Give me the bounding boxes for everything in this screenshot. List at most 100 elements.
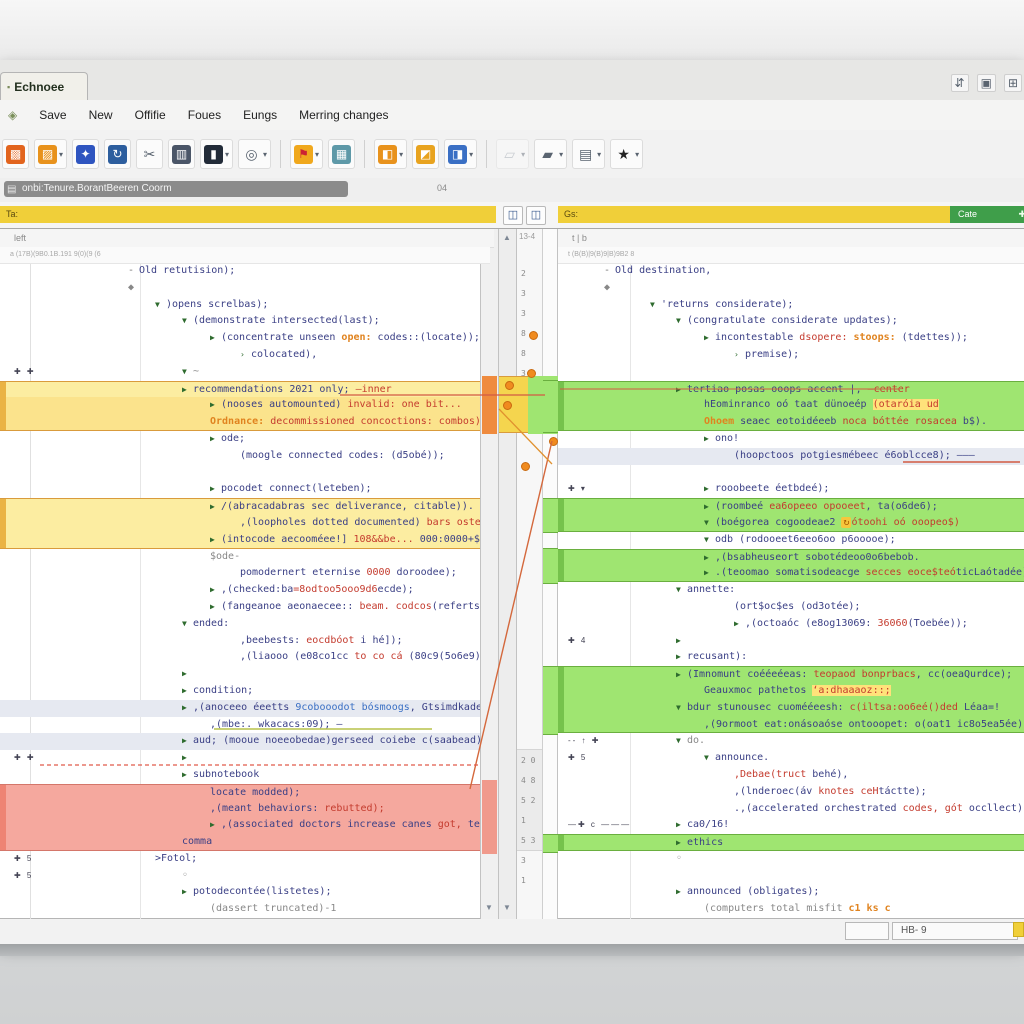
code-line[interactable]: ▶,(octoaóc (e8og13069: 36060(Toebée)); (558, 616, 1024, 633)
code-line[interactable]: ▼(boégorea cogoodeae2 ↻ótoohi oó ooopeo$… (558, 515, 1024, 532)
code-line[interactable]: ▶(intocode aecooméee!] 108&&be... 000:00… (0, 532, 480, 549)
code-line[interactable]: ,(9ormoot eat:onásoaóse ontooopet: o(oat… (558, 717, 1024, 734)
code-line[interactable]: ◦ (558, 851, 1024, 868)
fold-arrow-icon[interactable]: - (128, 263, 139, 280)
code-line[interactable]: ✚ ▾▶rooobeete éetbdeé); (558, 481, 1024, 498)
code-line[interactable]: ▶,(bsabheuseort sobotédeoo0o6bebob. (558, 549, 1024, 566)
code-line[interactable]: ▼(congratulate considerate updates); (558, 313, 1024, 330)
code-line[interactable]: ▶,(anoceeo éeetts 9cobooodot bósmoogs, G… (0, 700, 480, 717)
fold-arrow-icon[interactable]: ▶ (182, 884, 193, 901)
code-line[interactable]: ▶ode; (0, 431, 480, 448)
dropdown-arrow-icon[interactable]: ▾ (59, 150, 63, 159)
scroll-up-icon[interactable]: ▲ (503, 233, 511, 242)
code-line[interactable]: ▼ended: (0, 616, 480, 633)
code-line[interactable]: pomodernert eternise 0000 doroodee); (0, 565, 480, 582)
fold-arrow-icon[interactable]: ▶ (704, 431, 715, 448)
gutter-marker[interactable]: ✚ ▾ (568, 481, 587, 498)
gutter-marker[interactable]: ✚ 5 (14, 868, 33, 885)
code-line[interactable] (558, 465, 1024, 482)
code-line[interactable]: ▶potodecontée(listetes); (0, 884, 480, 901)
code-line[interactable]: ▼annette: (558, 582, 1024, 599)
code-line[interactable]: ▼odb (rodooeet6eeo6oo p6ooooe); (558, 532, 1024, 549)
scroll-down-icon[interactable]: ▼ (503, 903, 511, 912)
file-path-dropdown[interactable]: ▤ onbi:Tenure.BorantBeeren Coorm (4, 181, 348, 197)
code-line[interactable]: Geauxmoc pathetos ʻa:dhaaaoz::; (558, 683, 1024, 700)
fold-arrow-icon[interactable]: ▶ (210, 397, 221, 414)
menu-item-office[interactable]: Offifie (135, 108, 166, 122)
fold-arrow-icon[interactable]: ▶ (210, 330, 221, 347)
expand-button[interactable]: ⊞ (1004, 74, 1022, 92)
code-line[interactable]: ,(meant behaviors: rebutted); (0, 801, 480, 818)
code-line[interactable]: ▶aud; (mooue noeeobedae)gerseed coiebe c… (0, 733, 480, 750)
code-line[interactable]: ✚ ✚▼~ (0, 364, 480, 381)
fold-arrow-icon[interactable]: - (604, 263, 615, 280)
code-line[interactable]: ,beebests: eocdbóot i hé]); (0, 633, 480, 650)
fold-arrow-icon[interactable]: ▶ (210, 817, 221, 834)
fold-arrow-icon[interactable]: ▼ (704, 532, 715, 549)
fold-arrow-icon[interactable]: ▶ (182, 733, 193, 750)
code-line[interactable] (0, 465, 480, 482)
apply-all-button[interactable]: ◩ (412, 139, 439, 169)
code-line[interactable] (558, 364, 1024, 381)
code-line[interactable]: ,Debae(truct behé), (558, 767, 1024, 784)
fold-arrow-icon[interactable]: ▶ (676, 817, 687, 834)
menu-item-new[interactable]: New (89, 108, 113, 122)
fold-arrow-icon[interactable]: ▶ (182, 683, 193, 700)
code-line[interactable]: .,(accelerated orchestrated codes, gót o… (558, 801, 1024, 818)
code-line[interactable]: ◆ (0, 280, 480, 297)
gutter-marker[interactable]: ✚ 5 (568, 750, 587, 767)
fold-arrow-icon[interactable]: ▼ (155, 297, 166, 314)
gutter-marker[interactable]: ✚ 5 (14, 851, 33, 868)
code-line[interactable]: ▼(demonstrate intersected(last); (0, 313, 480, 330)
code-line[interactable]: (ort$oc$es (od3otée); (558, 599, 1024, 616)
gutter-marker[interactable]: -- ↑ ✚ (568, 733, 600, 750)
right-file-header[interactable]: Gs: (558, 206, 956, 223)
fold-arrow-icon[interactable]: ▶ (704, 565, 715, 582)
pane-toggle-2-button[interactable]: ◫ (526, 206, 546, 225)
fold-arrow-icon[interactable]: ▶ (676, 649, 687, 666)
paste-button[interactable]: ▮▾ (200, 139, 233, 169)
code-line[interactable]: ▶(Imnomunt coééeéeas: teopaod bonprbacs,… (558, 666, 1024, 683)
code-line[interactable]: ▶tertiao posas ooops accent |, —center (558, 381, 1024, 398)
code-line[interactable]: (dassert truncated)-1 (0, 901, 480, 918)
fold-arrow-icon[interactable]: › (734, 347, 745, 364)
fold-arrow-icon[interactable]: ▶ (182, 700, 193, 717)
menu-item-foues[interactable]: Foues (188, 108, 221, 122)
code-line[interactable]: $ode- (0, 549, 480, 566)
settings-button[interactable]: ★▾ (610, 139, 643, 169)
overview-change-marker[interactable] (482, 780, 497, 854)
code-line[interactable]: ▼bdur stunousec cuomééeesh: c(iltsa:oo6e… (558, 700, 1024, 717)
code-line[interactable]: ▶.(teoomao somatisodeacge secces eoce$te… (558, 565, 1024, 582)
fold-arrow-icon[interactable]: ▶ (676, 382, 687, 398)
code-line[interactable]: ▶ethics (558, 834, 1024, 851)
fold-arrow-icon[interactable]: ▶ (704, 550, 715, 566)
code-line[interactable]: locate modded); (0, 784, 480, 801)
dropdown-arrow-icon[interactable]: ▾ (521, 150, 525, 159)
apply-right-button[interactable]: ◨▾ (444, 139, 477, 169)
code-line[interactable]: Ohoem seaec eotoidéeeb noca bóttée rosac… (558, 414, 1024, 431)
fold-arrow-icon[interactable]: ▶ (182, 750, 193, 767)
menu-item-merging-changes[interactable]: Merring changes (299, 108, 388, 122)
save-button[interactable]: ✦ (72, 139, 99, 169)
gutter-scrollbar[interactable]: ▲ ▼ (499, 229, 517, 919)
code-line[interactable]: ,(liaooo (e08co1cc to co cá (80c9(5o6e9)… (0, 649, 480, 666)
dropdown-arrow-icon[interactable]: ▾ (635, 150, 639, 159)
scroll-down-icon[interactable]: ▼ (485, 903, 493, 912)
dropdown-arrow-icon[interactable]: ▾ (597, 150, 601, 159)
pane-toggle-1-button[interactable]: ◫ (503, 206, 523, 225)
code-line[interactable]: ◆ (558, 280, 1024, 297)
fold-arrow-icon[interactable]: ▼ (704, 515, 715, 532)
code-line[interactable]: (computers total misfit c1 ks c (558, 901, 1024, 918)
fold-arrow-icon[interactable]: ▶ (182, 767, 193, 784)
print-button[interactable]: ▤▾ (572, 139, 605, 169)
fold-arrow-icon[interactable]: ▶ (182, 382, 193, 398)
code-line[interactable]: ▼'returns considerate); (558, 297, 1024, 314)
preview-merge-button[interactable]: ▦ (328, 139, 355, 169)
code-line[interactable] (558, 868, 1024, 885)
code-line[interactable]: ▶subnotebook (0, 767, 480, 784)
dropdown-arrow-icon[interactable]: ▾ (469, 150, 473, 159)
code-line[interactable]: ▶,(associated doctors increase canes got… (0, 817, 480, 834)
code-line[interactable]: (moogle connected codes: (d5obé)); (0, 448, 480, 465)
overview-change-marker[interactable] (482, 376, 497, 434)
cut-button[interactable]: ✂ (136, 139, 163, 169)
